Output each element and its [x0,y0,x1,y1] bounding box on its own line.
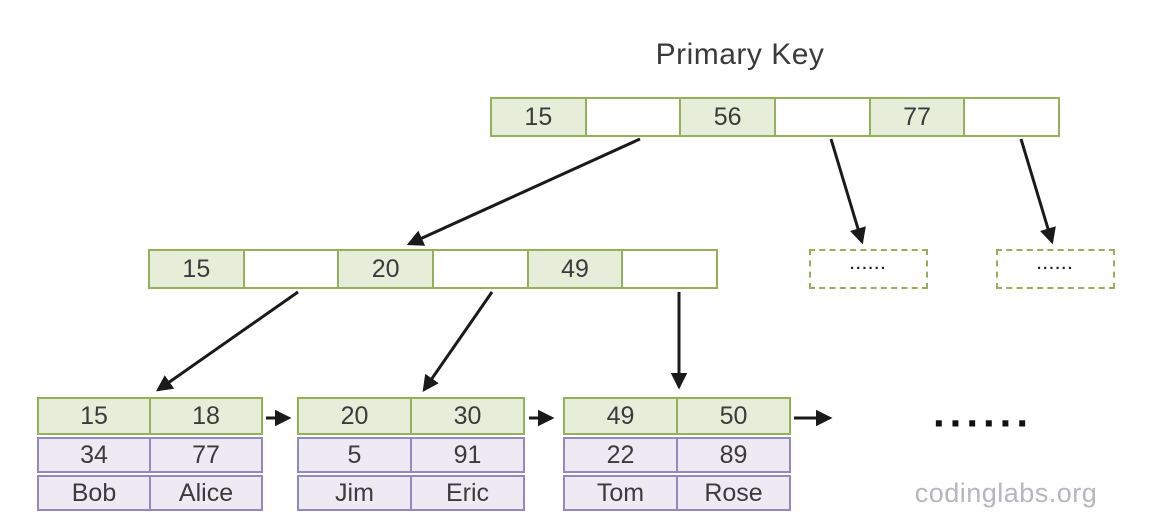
leaf-key-cell: 49 [563,397,678,435]
internal-key-cell: 49 [526,249,624,289]
root-key-cell: 77 [868,97,966,137]
leaf-data-cell: 34 [37,437,151,473]
internal-node: 15 20 49 [148,249,719,289]
leaf-data-cell: Tom [563,475,678,511]
edge-internal-to-leaf-1 [155,290,299,392]
root-node: 15 56 77 [490,97,1061,137]
leaf-node-3: 49 50 22 89 Tom Rose [563,397,791,511]
leaf-data-cell: Alice [149,475,263,511]
internal-pointer-cell [432,249,529,289]
leaf-data-cell: Eric [410,475,525,511]
leaf-data-row: 5 91 [297,437,525,473]
leaf-key-cell: 20 [297,397,412,435]
edge-root-to-internal-node [406,137,641,246]
edge-root-to-dashed-node-1 [829,138,866,245]
ellipsis-label: ...... [1036,255,1074,273]
root-key-cell: 56 [679,97,777,137]
edge-root-to-dashed-node-2 [1019,138,1056,245]
leaf-key-row: 20 30 [297,397,525,435]
internal-key-cell: 15 [148,249,245,289]
edge-internal-to-leaf-2 [422,291,494,393]
root-pointer-cell [774,97,871,137]
ellipsis-label: ...... [849,255,887,273]
more-leaves-ellipsis: ...... [932,388,1033,436]
leaf-key-cell: 18 [149,397,263,435]
leaf-data-cell: Rose [676,475,791,511]
leaf-key-cell: 15 [37,397,151,435]
leaf-data-cell: 5 [297,437,412,473]
root-key-cell: 15 [490,97,587,137]
dashed-subtree-node-2: ...... [996,249,1115,289]
leaf-key-cell: 50 [676,397,791,435]
leaf-data-cell: 89 [676,437,791,473]
leaf-data-row: 22 89 [563,437,791,473]
diagram-title: Primary Key [655,38,825,71]
leaf-node-1: 15 18 34 77 Bob Alice [37,397,263,511]
watermark-text: codinglabs.org [914,478,1098,508]
leaf-data-row: Jim Eric [297,475,525,511]
leaf-data-row: Tom Rose [563,475,791,511]
leaf-data-cell: Bob [37,475,151,511]
dashed-subtree-node-1: ...... [809,249,928,289]
internal-key-cell: 20 [337,249,435,289]
leaf-key-cell: 30 [410,397,525,435]
leaf-data-cell: Jim [297,475,412,511]
leaf-data-cell: 22 [563,437,678,473]
leaf-node-2: 20 30 5 91 Jim Eric [297,397,525,511]
leaf-data-row: 34 77 [37,437,263,473]
root-pointer-cell [584,97,682,137]
leaf-key-row: 15 18 [37,397,263,435]
leaf-key-row: 49 50 [563,397,791,435]
root-pointer-cell [963,97,1061,137]
leaf-data-cell: 91 [410,437,525,473]
leaf-data-cell: 77 [149,437,263,473]
leaf-data-row: Bob Alice [37,475,263,511]
internal-pointer-cell [621,249,719,289]
internal-pointer-cell [242,249,340,289]
